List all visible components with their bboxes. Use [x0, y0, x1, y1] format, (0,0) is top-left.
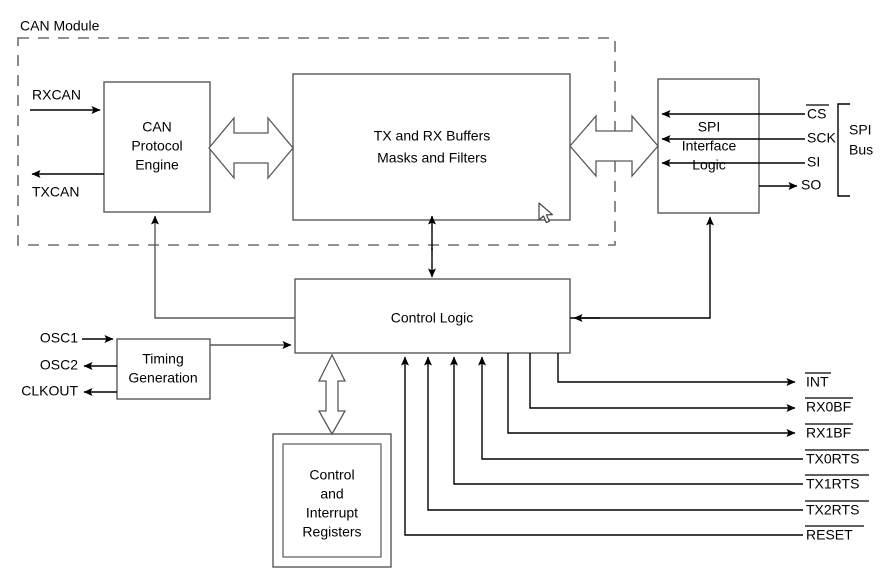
- bus-arrow-controllogic-registers: [317, 353, 347, 436]
- pin-label-tx2rts: TX2RTS: [806, 502, 859, 518]
- bus-arrow-buffers-spi: [569, 114, 659, 178]
- pin-label-osc1: OSC1: [40, 330, 78, 346]
- pin-label-rx1bf: RX1BF: [806, 425, 851, 441]
- block-timing-generation: [116, 338, 211, 400]
- pin-label-cs: CS: [807, 106, 826, 122]
- label-can-protocol-engine-line1: CAN: [142, 119, 172, 135]
- label-can-protocol-engine-line2: Protocol: [131, 138, 182, 154]
- wire-tx1rts: [450, 356, 803, 485]
- block-control-interrupt-registers-inner: [282, 443, 382, 558]
- pin-label-si: SI: [807, 154, 820, 170]
- label-can-protocol-engine-line3: Engine: [135, 157, 179, 173]
- label-control-interrupt-registers-line1: Control: [309, 467, 354, 483]
- wire-tx0rts: [478, 356, 803, 460]
- block-can-protocol-engine: [103, 81, 211, 213]
- block-tx-rx-buffers: [292, 73, 571, 221]
- label-tx-rx-buffers-line1: TX and RX Buffers: [374, 128, 490, 144]
- label-timing-generation-line1: Timing: [142, 351, 184, 367]
- label-spi-interface-logic-line2: Interface: [682, 138, 737, 154]
- wire-rx0bf: [529, 353, 796, 412]
- label-control-interrupt-registers-line3: Interrupt: [306, 505, 358, 521]
- pin-label-rx0bf: RX0BF: [806, 399, 851, 415]
- bus-arrow-engine-buffers: [208, 116, 294, 180]
- pin-label-txcan: TXCAN: [32, 184, 79, 200]
- label-spi-interface-logic-line3: Logic: [692, 157, 725, 173]
- wire-tx2rts: [424, 356, 803, 511]
- label-tx-rx-buffers-line2: Masks and Filters: [377, 150, 487, 166]
- label-control-logic: Control Logic: [391, 310, 474, 326]
- pin-label-tx0rts: TX0RTS: [806, 451, 859, 467]
- label-spi-interface-logic-line1: SPI: [698, 119, 721, 135]
- pin-label-sck: SCK: [807, 130, 836, 146]
- can-module-label: CAN Module: [20, 18, 100, 34]
- wire-rx1bf: [507, 353, 796, 437]
- wire-controllogic-to-engine: [151, 215, 295, 319]
- pin-label-tx1rts: TX1RTS: [806, 476, 859, 492]
- block-spi-interface-logic: [657, 78, 760, 214]
- wire-reset: [401, 356, 803, 536]
- pin-label-reset: RESET: [806, 527, 853, 543]
- pin-label-osc2: OSC2: [40, 357, 78, 373]
- wire-controllogic-to-spi: [570, 216, 714, 319]
- pin-label-int: INT: [806, 374, 829, 390]
- label-control-interrupt-registers-line2: and: [320, 486, 343, 502]
- block-control-logic: [294, 278, 571, 354]
- label-timing-generation-line2: Generation: [128, 370, 197, 386]
- spi-bus-bracket: [837, 103, 850, 197]
- pin-label-rxcan: RXCAN: [32, 87, 81, 103]
- can-module-boundary: [17, 37, 616, 246]
- spi-bus-label-line2: Bus: [849, 142, 873, 158]
- wire-int: [557, 353, 796, 386]
- pin-label-so: SO: [801, 177, 821, 193]
- pin-label-clkout: CLKOUT: [21, 383, 78, 399]
- label-control-interrupt-registers-line4: Registers: [302, 524, 361, 540]
- spi-bus-label-line1: SPI: [849, 122, 872, 138]
